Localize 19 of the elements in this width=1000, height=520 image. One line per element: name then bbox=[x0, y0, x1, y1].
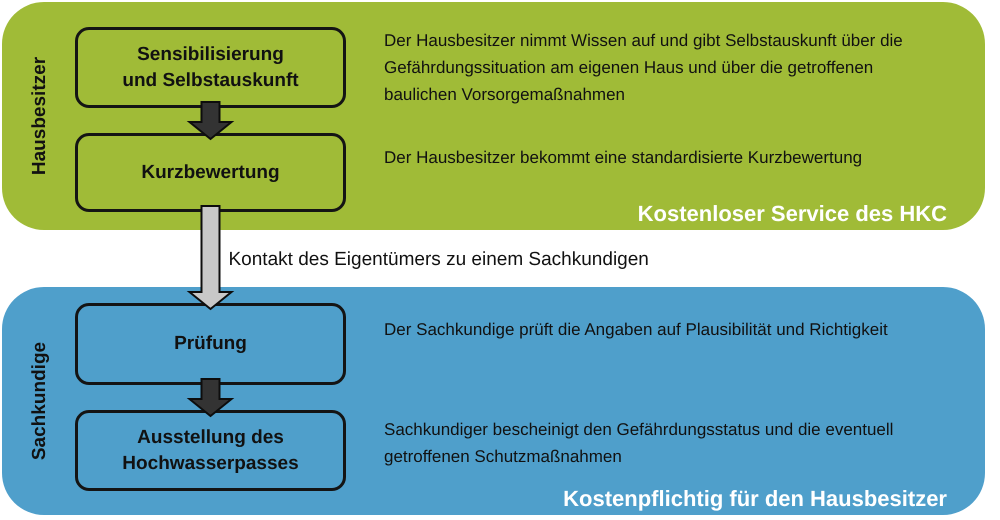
lane-caption: Kostenloser Service des HKC bbox=[638, 200, 947, 227]
description-text: Der Hausbesitzer bekommt eine standardisierte Kurzbewertung bbox=[384, 147, 864, 169]
description-text: Sachkundiger bescheinigt den Gefährdungsstatus und die eventuell getroffenen Schutzmaßnahmen bbox=[384, 419, 894, 468]
lane-panel bbox=[2, 287, 985, 515]
lane-caption: Kostenpflichtig für den Hausbesitzer bbox=[563, 485, 947, 512]
lane-panel bbox=[2, 2, 985, 230]
box-label: Kurzbewertung bbox=[141, 160, 280, 184]
block-arrow bbox=[186, 101, 234, 140]
description-text: Der Hausbesitzer nimmt Wissen auf und gibt Selbstauskunft über die Gefährdungssituation am eigenen Haus und über die getroffenen baulichen Vorsorgemaßnahmen bbox=[384, 30, 904, 106]
box-label: Prüfung bbox=[174, 332, 247, 356]
process-box bbox=[75, 27, 346, 108]
block-arrow bbox=[186, 205, 234, 310]
box-label: Ausstellung des Hochwasserpasses bbox=[121, 426, 300, 476]
box-label: Sensibilisierung und Selbstauskunft bbox=[121, 42, 300, 92]
block-arrow bbox=[186, 378, 234, 418]
process-box bbox=[75, 410, 346, 491]
lane-label: Sachkundige bbox=[29, 342, 51, 460]
lane-label: Hausbesitzer bbox=[29, 56, 51, 176]
description-text: Der Sachkundige prüft die Angaben auf Plausibilität und Richtigkeit bbox=[384, 319, 889, 341]
